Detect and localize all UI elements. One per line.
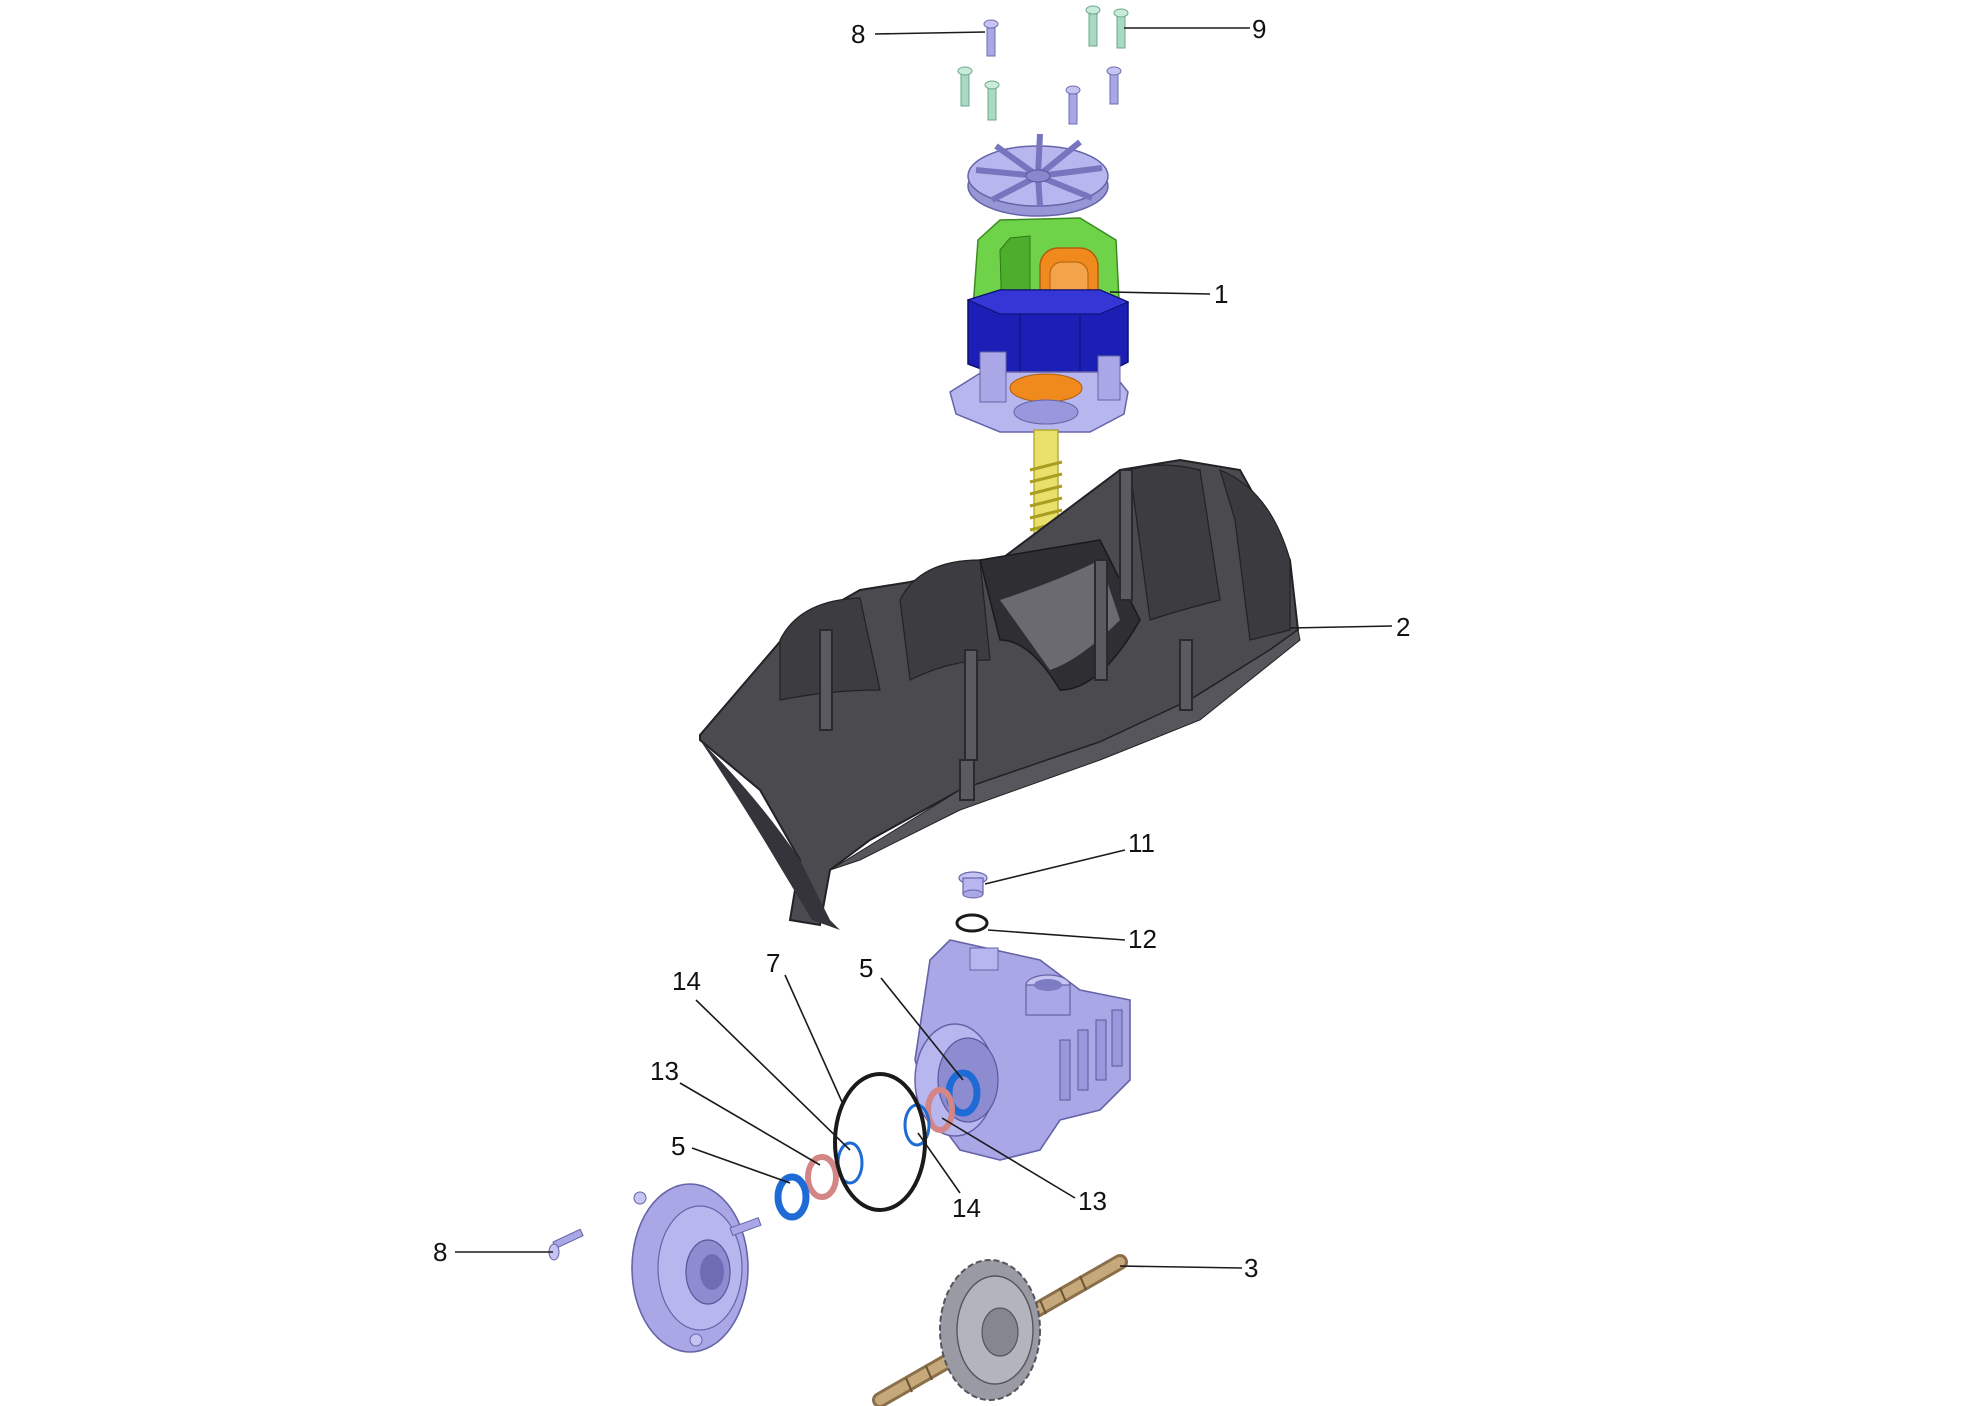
seal-blue-left [774,1173,810,1221]
leader-13-right [941,1117,1076,1199]
leader-11 [984,849,1126,885]
screw-green-1 [1085,5,1101,47]
callout-14-bottom: 14 [952,1193,981,1223]
screw-lavender-2 [1065,85,1081,125]
end-cap [631,1183,762,1353]
leader-13-left [679,1082,821,1166]
callout-5-left: 5 [671,1131,685,1161]
motor-assembly [949,133,1130,551]
seal-set [774,1069,981,1221]
leader-3 [1119,1265,1243,1269]
screw-green-4 [984,80,1000,121]
callout-2: 2 [1396,612,1410,642]
housing-cover [699,458,1301,930]
leader-1 [1109,291,1211,295]
leader-12 [987,929,1126,941]
callout-labels: 8 9 1 2 11 12 7 5 14 13 5 14 13 8 3 [433,14,1410,1283]
leader-2 [1289,625,1393,629]
leader-14-top [695,999,851,1151]
motor-fan [967,133,1109,217]
callout-9: 9 [1252,14,1266,44]
seal-red-right [925,1087,955,1133]
callout-8-top: 8 [851,19,865,49]
leader-5-top [880,977,964,1081]
callout-3: 3 [1244,1253,1258,1283]
plug-part [958,871,988,899]
leader-8-top [874,31,986,35]
callout-14-top: 14 [672,966,701,996]
screw-lavender-1 [983,19,999,57]
screw-lavender-bottom [548,1228,584,1261]
callout-5-top: 5 [859,953,873,983]
callout-1: 1 [1214,279,1228,309]
screw-lavender-3 [1106,66,1122,105]
leader-5-left [691,1147,791,1184]
callout-11: 11 [1128,828,1155,858]
o-ring-small [955,913,989,933]
leader-14-bottom [917,1132,961,1194]
screw-green-2 [1113,8,1129,49]
seal-red-left [805,1154,839,1200]
motor-stator [966,289,1130,377]
gear-shaft [872,1254,1128,1406]
motor-bracket [949,351,1129,433]
callout-12: 12 [1128,924,1157,954]
screw-set-top [957,5,1129,125]
leader-lines [455,27,1393,1269]
callout-7: 7 [766,948,780,978]
screw-green-3 [957,66,973,107]
callout-13-right: 13 [1078,1186,1107,1216]
callout-13-left: 13 [650,1056,679,1086]
callout-8-bottom: 8 [433,1237,447,1267]
leader-7 [784,974,843,1103]
